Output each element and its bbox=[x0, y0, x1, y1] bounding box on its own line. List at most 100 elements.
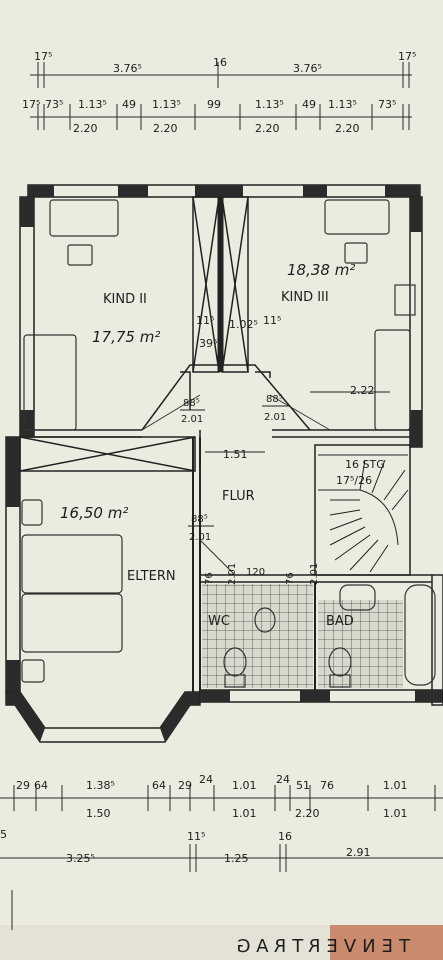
bot2-dim-5: 2.91 bbox=[346, 846, 371, 859]
bed-kind3 bbox=[374, 329, 411, 431]
bot-dim-5: 29 bbox=[178, 779, 192, 792]
top-dim-5: 17⁵ bbox=[398, 50, 416, 63]
top2-dim-7: 1.13⁵ bbox=[255, 98, 284, 111]
bath-door-1: 76 bbox=[204, 572, 215, 585]
bot2-dim-3: 1.25 bbox=[224, 852, 249, 865]
door2-w: 88⁵ bbox=[266, 394, 283, 405]
bot-dim-10: 76 bbox=[320, 779, 334, 792]
stair-size: 17⁵/26 bbox=[336, 474, 372, 487]
furniture bbox=[21, 199, 436, 688]
room-label-flur: FLUR bbox=[222, 489, 255, 504]
dim-flur-width: 1.51 bbox=[223, 448, 248, 461]
area-kind2: 17,75 m² bbox=[92, 328, 160, 346]
outer-walls bbox=[5, 184, 443, 743]
top2-dim-2: 73⁵ bbox=[45, 98, 63, 111]
dim-wall-c: 1.02⁵ bbox=[229, 318, 258, 331]
bot-dim-11: 1.01 bbox=[383, 779, 408, 792]
bot-dim-7: 1.01 bbox=[232, 779, 257, 792]
dim-wall-b: 39⁵ bbox=[199, 337, 217, 350]
top2-sub-1: 2.20 bbox=[73, 122, 98, 135]
top-dim-4: 3.76⁵ bbox=[293, 62, 322, 75]
bot-sub-1: 1.50 bbox=[86, 807, 111, 820]
bot-dim-9: 51 bbox=[296, 779, 310, 792]
bot-dim-2: 64 bbox=[34, 779, 48, 792]
bot-dim-1: 29 bbox=[16, 779, 30, 792]
bed-kind2-head bbox=[49, 199, 119, 237]
top2-dim-1: 17⁵ bbox=[22, 98, 40, 111]
bed-eltern-2 bbox=[21, 593, 123, 653]
bot-dim-3: 1.38⁵ bbox=[86, 779, 115, 792]
toilet-2 bbox=[328, 647, 352, 677]
top2-dim-5: 1.13⁵ bbox=[152, 98, 181, 111]
bottom-dimension-lines bbox=[0, 785, 443, 930]
plan-dimension-labels: 11⁵ 39⁵ 1.02⁵ 11⁵ 1.51 2.22 bbox=[196, 314, 375, 461]
bot-sub-2: 1.01 bbox=[232, 807, 257, 820]
sink bbox=[339, 584, 376, 611]
bath-door-3: 76 bbox=[285, 572, 296, 585]
staircase bbox=[318, 454, 409, 573]
area-eltern: 16,50 m² bbox=[60, 504, 128, 522]
bath-door-2: 2.01 bbox=[227, 563, 238, 585]
table-surface bbox=[330, 925, 443, 960]
bed-eltern-1 bbox=[21, 534, 123, 594]
room-labels: KIND II KIND III ELTERN FLUR WC BAD bbox=[103, 290, 354, 629]
wc-bowl bbox=[254, 607, 276, 633]
door1-h: 2.01 bbox=[181, 414, 203, 425]
door-fraction-lines bbox=[180, 405, 290, 527]
top-dim-1: 17⁵ bbox=[34, 50, 52, 63]
bot-sub-3: 2.20 bbox=[295, 807, 320, 820]
room-label-kind2: KIND II bbox=[103, 292, 147, 307]
top2-dim-3: 1.13⁵ bbox=[78, 98, 107, 111]
door-dimension-labels: 88⁵ 2.01 88⁵ 2.01 88⁵ 2.01 bbox=[181, 394, 286, 543]
door3-w: 88⁵ bbox=[191, 514, 208, 525]
stair-count: 16 STG bbox=[345, 458, 385, 471]
dim-wall-a: 11⁵ bbox=[196, 314, 214, 327]
dim-kind3-depth: 2.22 bbox=[350, 384, 375, 397]
room-label-bad: BAD bbox=[326, 614, 354, 629]
dim-wall-d: 11⁵ bbox=[263, 314, 281, 327]
bot2-left: 5 bbox=[0, 828, 7, 841]
desk-kind3 bbox=[394, 284, 416, 316]
bed-kind2 bbox=[23, 334, 77, 431]
top-dimension-lines bbox=[30, 62, 412, 130]
top2-sub-3: 2.20 bbox=[255, 122, 280, 135]
bot2-dim-2: 11⁵ bbox=[187, 830, 205, 843]
bed-kind3-head bbox=[324, 199, 390, 235]
bot-sub-4: 1.01 bbox=[383, 807, 408, 820]
plan-dimension-ticks bbox=[205, 391, 390, 453]
top-dim-2: 3.76⁵ bbox=[113, 62, 142, 75]
door-lines bbox=[141, 394, 331, 576]
top-dim-3: 16 bbox=[213, 56, 227, 69]
bot2-dim-1: 3.25⁵ bbox=[66, 852, 95, 865]
area-kind3: 18,38 m² bbox=[287, 261, 355, 279]
room-label-kind3: KIND III bbox=[281, 290, 329, 305]
top2-dim-4: 49 bbox=[122, 98, 136, 111]
top2-dim-9: 1.13⁵ bbox=[328, 98, 357, 111]
bot-dim-4: 64 bbox=[152, 779, 166, 792]
top-dimension-labels: 17⁵ 3.76⁵ 16 3.76⁵ 17⁵ 17⁵ 73⁵ 1.13⁵ 49 … bbox=[22, 50, 416, 135]
bath-mid: 120 bbox=[246, 567, 265, 578]
bath-door-labels: 76 2.01 120 76 2.01 bbox=[204, 563, 320, 585]
top2-sub-2: 2.20 bbox=[153, 122, 178, 135]
room-label-eltern: ELTERN bbox=[127, 569, 176, 584]
top2-dim-10: 73⁵ bbox=[378, 98, 396, 111]
bot-dim-6: 24 bbox=[199, 773, 213, 786]
bathtub bbox=[404, 584, 436, 686]
top2-dim-8: 49 bbox=[302, 98, 316, 111]
toilet-1 bbox=[223, 647, 247, 677]
room-areas: 17,75 m² 18,38 m² 16,50 m² bbox=[60, 261, 355, 522]
bot2-dim-4: 16 bbox=[278, 830, 292, 843]
bottom-dimension-labels: 29 64 1.38⁵ 64 29 24 1.01 24 51 76 1.01 … bbox=[0, 773, 408, 865]
room-label-wc: WC bbox=[208, 614, 230, 629]
bathroom-tiles bbox=[202, 584, 403, 688]
door1-w: 88⁵ bbox=[183, 398, 200, 409]
top2-dim-6: 99 bbox=[207, 98, 221, 111]
top2-sub-4: 2.20 bbox=[335, 122, 360, 135]
footer-mirrored-text: TENVERTRAG bbox=[231, 936, 411, 957]
stair-labels: 16 STG 17⁵/26 bbox=[336, 458, 385, 487]
bath-door-4: 2.01 bbox=[309, 563, 320, 585]
door3-h: 2.01 bbox=[189, 532, 211, 543]
door2-h: 2.01 bbox=[264, 412, 286, 423]
